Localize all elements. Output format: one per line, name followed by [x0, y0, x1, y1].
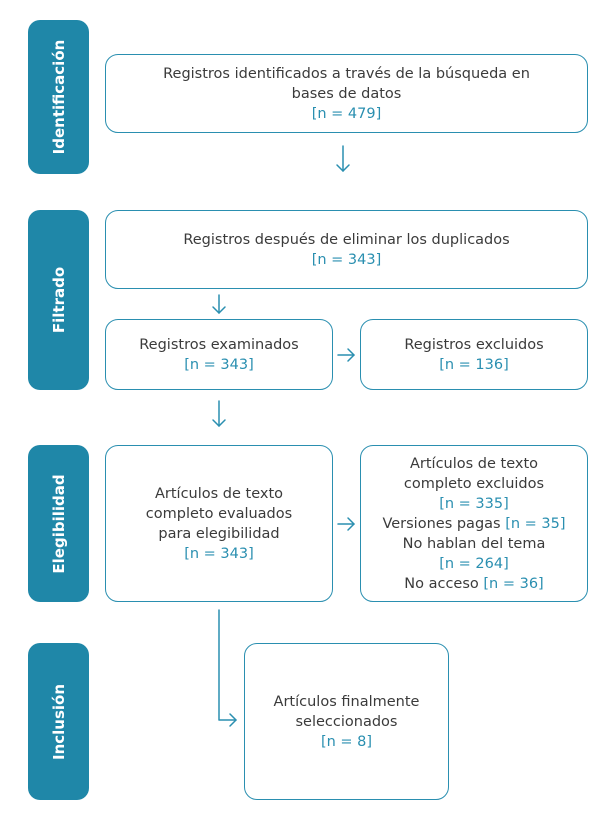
arrow-right-icon	[337, 348, 355, 362]
box-text: para elegibilidad	[158, 525, 280, 542]
box-records-excluded: Registros excluidos [n = 136]	[360, 319, 588, 390]
box-text: completo excluidos	[403, 475, 545, 492]
reason-label: No acceso	[404, 575, 479, 592]
box-count: [n = 343]	[184, 545, 254, 562]
box-text: Artículos de texto	[154, 485, 284, 502]
box-records-screened: Registros examinados [n = 343]	[105, 319, 333, 390]
reason-count: [n = 36]	[483, 575, 544, 592]
reason-label: Versiones pagas	[382, 515, 501, 532]
reason-count: [n = 264]	[439, 555, 509, 572]
arrow-down-icon	[212, 294, 226, 314]
box-text: completo evaluados	[145, 505, 293, 522]
box-records-identified: Registros identificados a través de la b…	[105, 54, 588, 133]
phase-filtrado: Filtrado	[28, 210, 89, 390]
box-count: [n = 335]	[439, 495, 509, 512]
phase-inclusion: Inclusión	[28, 643, 89, 800]
phase-elegibilidad: Elegibilidad	[28, 445, 89, 602]
exclusion-reason: No hablan del tema	[403, 534, 546, 554]
box-count: [n = 343]	[311, 251, 382, 268]
exclusion-reason: No acceso [n = 36]	[404, 574, 543, 594]
arrow-down-icon	[336, 145, 350, 172]
box-text: Artículos finalmente	[273, 693, 420, 710]
box-fulltext-excluded: Artículos de texto completo excluidos [n…	[360, 445, 588, 602]
box-text: Registros examinados	[139, 336, 299, 353]
box-fulltext-assessed: Artículos de texto completo evaluados pa…	[105, 445, 333, 602]
box-text: Registros después de eliminar los duplic…	[183, 231, 510, 248]
box-text: Registros excluidos	[404, 336, 544, 353]
arrow-down-icon	[212, 400, 226, 427]
box-count: [n = 343]	[184, 356, 254, 373]
reason-label: No hablan del tema	[402, 535, 546, 552]
exclusion-reason: Versiones pagas [n = 35]	[382, 514, 565, 534]
phase-identificacion: Identificación	[28, 20, 89, 174]
box-count: [n = 479]	[311, 105, 382, 122]
reason-count: [n = 35]	[505, 515, 566, 532]
box-count: [n = 8]	[320, 733, 373, 750]
box-text: seleccionados	[295, 713, 398, 730]
box-text: bases de datos	[291, 85, 402, 102]
box-count: [n = 136]	[439, 356, 509, 373]
elbow-arrow-icon	[218, 609, 237, 727]
box-text: Registros identificados a través de la b…	[163, 65, 530, 82]
box-text: Artículos de texto	[409, 455, 539, 472]
box-included: Artículos finalmente seleccionados [n = …	[244, 643, 449, 800]
arrow-right-icon	[337, 517, 355, 531]
box-records-deduplicated: Registros después de eliminar los duplic…	[105, 210, 588, 289]
